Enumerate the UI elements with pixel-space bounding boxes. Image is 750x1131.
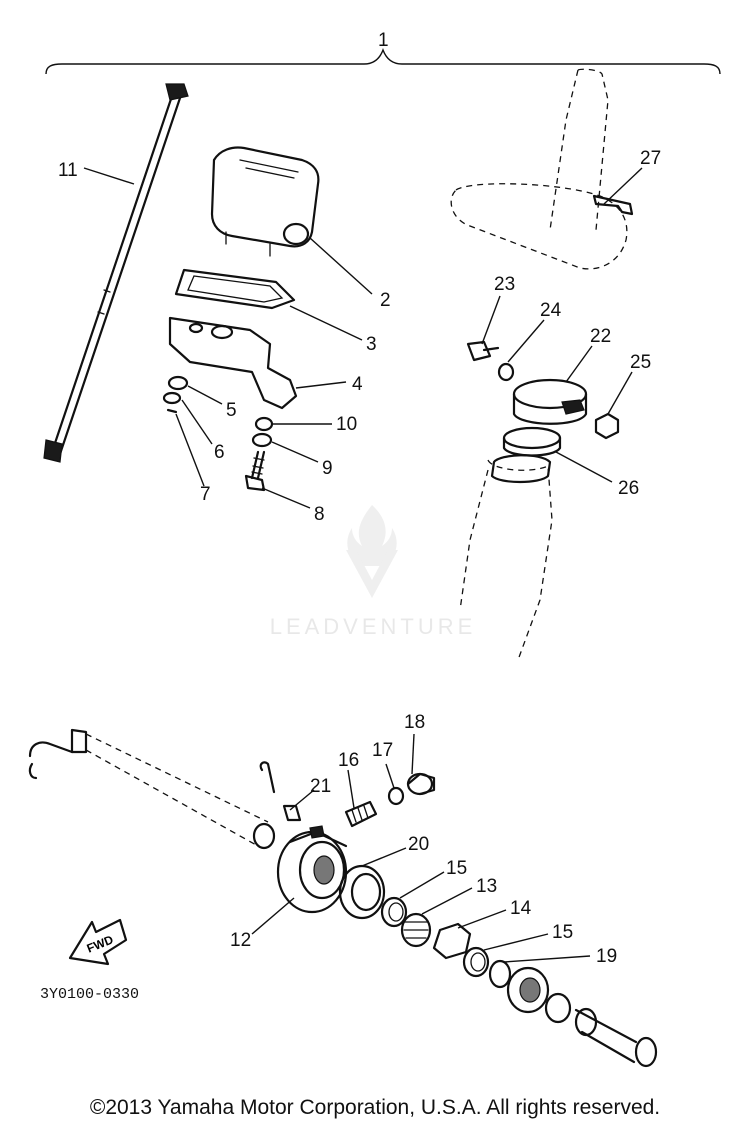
callout-27: 27 (640, 148, 661, 169)
callout-12: 12 (230, 930, 251, 951)
part-12-gearbox (276, 825, 348, 914)
leadventure-watermark: LEADVENTURE (270, 505, 477, 639)
callout-26: 26 (618, 478, 639, 499)
part-25-nut (594, 412, 620, 440)
part-24-washer (497, 362, 515, 382)
part-17-washer (387, 786, 405, 806)
document-code: 3Y0100-0330 (40, 986, 139, 1003)
callout-24: 24 (540, 300, 562, 321)
part-22-clamp (512, 378, 588, 425)
assembly-bracket (45, 48, 721, 75)
part-2-reservoir (210, 146, 320, 257)
part-8-9-10-hardware (244, 416, 274, 492)
callout-8: 8 (314, 504, 325, 525)
callout-10: 10 (336, 414, 357, 435)
part-15-ring-b (462, 946, 490, 978)
part-11-cable (43, 83, 189, 463)
callout-15a: 15 (446, 858, 467, 879)
part-3-gasket (174, 268, 296, 310)
part-18-bushing (406, 772, 436, 796)
part-5-6-7-hardware (162, 375, 189, 414)
callout-1: 1 (378, 30, 389, 51)
axle (28, 728, 276, 850)
callout-17: 17 (372, 740, 393, 761)
part-20-seal (338, 864, 386, 920)
part-14-plate (432, 922, 472, 960)
callout-23: 23 (494, 274, 515, 295)
part-19-spacer (488, 959, 658, 1068)
callout-3: 3 (366, 334, 377, 355)
callout-5: 5 (226, 400, 237, 421)
callout-2: 2 (380, 290, 391, 311)
copyright-notice: ©2013 Yamaha Motor Corporation, U.S.A. A… (89, 1096, 661, 1119)
fwd-label: FWD (85, 932, 116, 955)
callout-4: 4 (352, 374, 363, 395)
part-26-ring (502, 426, 562, 457)
callout-6: 6 (214, 442, 225, 463)
part-4-bracket (168, 316, 298, 410)
callout-numbers: 1 11 2 3 4 5 6 7 10 9 8 27 23 24 22 25 2… (58, 30, 661, 967)
part-16-gear (344, 800, 378, 828)
callout-11: 11 (58, 160, 78, 181)
watermark-v-icon (346, 550, 398, 598)
callout-21: 21 (310, 776, 331, 797)
callout-18: 18 (404, 712, 425, 733)
callout-14: 14 (510, 898, 532, 919)
part-13-drive-gear (400, 912, 432, 948)
part-23-bolt (466, 340, 500, 362)
callout-20: 20 (408, 834, 429, 855)
watermark-flame-icon (347, 505, 397, 566)
callout-7: 7 (200, 484, 211, 505)
callout-16: 16 (338, 750, 359, 771)
callout-13: 13 (476, 876, 497, 897)
leader-lines (83, 167, 643, 963)
part-27-clip (592, 194, 634, 216)
callout-15b: 15 (552, 922, 573, 943)
fwd-arrow-icon: FWD (68, 918, 128, 966)
callout-25: 25 (630, 352, 651, 373)
steering-stem-outline (450, 68, 628, 661)
callout-19: 19 (596, 946, 617, 967)
part-15-ring-a (380, 896, 408, 928)
callout-9: 9 (322, 458, 333, 479)
part-21-pin (259, 761, 302, 822)
watermark-text: LEADVENTURE (270, 614, 477, 639)
callout-22: 22 (590, 326, 611, 347)
